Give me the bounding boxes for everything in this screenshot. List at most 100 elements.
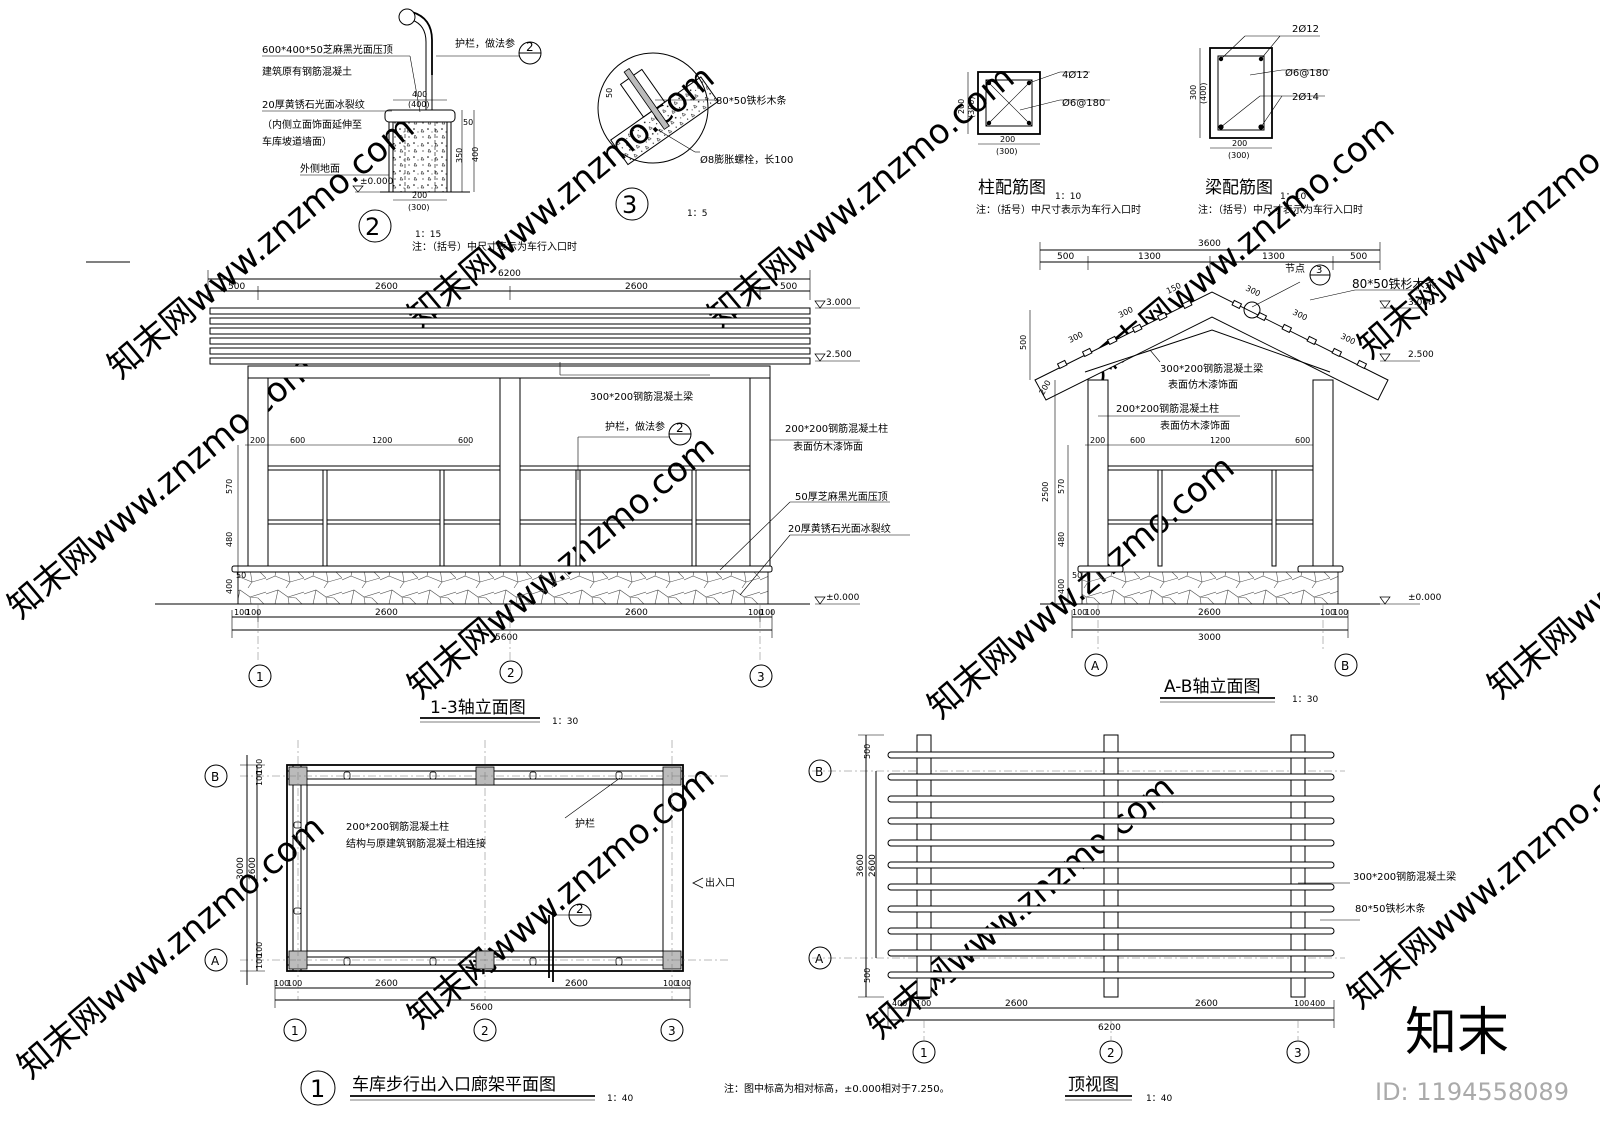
svg-text:2600: 2600 (1198, 608, 1221, 618)
plan-scale: 1：40 (607, 1094, 633, 1104)
svg-text:500: 500 (1057, 252, 1074, 262)
svg-text:100: 100 (274, 979, 289, 988)
svg-text:(300): (300) (1228, 151, 1250, 160)
dim-400v: 400 (471, 147, 480, 162)
beam-stirrup: Ø6@180 (1285, 67, 1328, 79)
detail-3-bolt-detail: 50 80*50铁杉木条 Ø8膨胀螺栓，长100 3 1：5 (597, 52, 793, 221)
expansion-bolt (623, 68, 670, 130)
beam-bottom-rebar: 2Ø14 (1292, 91, 1319, 103)
svg-text:500: 500 (863, 744, 872, 759)
svg-text:5600: 5600 (495, 633, 518, 643)
watermark-text: 知末网www.znzmo.com (10, 807, 332, 1086)
column-rebar-drawing: 4Ø12 Ø6@180 200 (300) 200 (300) 柱配筋图 1：1… (957, 69, 1141, 216)
plan-label-rail: 护栏 (575, 817, 595, 830)
label-column-finish: 表面仿木漆饰面 (793, 440, 863, 453)
detail-number: 2 (365, 213, 380, 241)
top-scale: 1：40 (1146, 1094, 1172, 1104)
svg-text:3: 3 (1294, 1046, 1302, 1060)
svg-text:2: 2 (507, 666, 515, 680)
svg-text:100: 100 (676, 979, 691, 988)
label-bolt: Ø8膨胀螺栓，长100 (700, 153, 793, 166)
svg-text:400: 400 (1057, 579, 1066, 594)
svg-text:480: 480 (1057, 532, 1066, 547)
top-title: 顶视图 (1068, 1075, 1119, 1095)
svg-text:3600: 3600 (856, 854, 866, 877)
axis-A-bubble (1084, 653, 1108, 677)
plan-title: 车库步行出入口廊架平面图 (352, 1075, 556, 1095)
dim-total-6200: 6200 (498, 269, 521, 279)
axis-1-bubble (248, 664, 272, 688)
label-column-ab: 200*200钢筋混凝土柱 (1116, 402, 1219, 415)
svg-text:2: 2 (1107, 1046, 1115, 1060)
svg-text:2600: 2600 (565, 979, 588, 989)
plan-axis-1 (283, 1018, 307, 1042)
svg-text:400: 400 (892, 999, 907, 1008)
label-wood-batten-ab: 80*50铁杉木条 (1352, 277, 1437, 291)
column-3 (749, 365, 771, 567)
svg-text:570: 570 (1057, 479, 1066, 494)
svg-text:100: 100 (663, 979, 678, 988)
col-stirrup: Ø6@180 (1062, 97, 1105, 109)
svg-text:200: 200 (957, 99, 966, 114)
svg-text:3: 3 (757, 670, 765, 684)
detail-3-number-circle (615, 187, 649, 221)
plan-view: 200*200钢筋混凝土柱 结构与原建筑钢筋混凝土相连接 护栏 出入口 2 30… (204, 740, 735, 1106)
dim-350: 350 (455, 148, 464, 163)
svg-text:2.500: 2.500 (826, 350, 852, 360)
svg-text:100: 100 (255, 759, 264, 774)
axis-2-bubble (499, 660, 523, 684)
svg-text:2600: 2600 (375, 282, 398, 292)
beam-rebar-scale: 1：10 (1280, 192, 1306, 202)
svg-text:100: 100 (1294, 999, 1309, 1008)
svg-text:3.000: 3.000 (1408, 298, 1434, 308)
label-stone-finish: 20厚黄锈石光面冰裂纹 (788, 522, 891, 535)
svg-text:500: 500 (228, 282, 245, 292)
svg-text:B: B (211, 770, 219, 784)
detail-scale: 1：15 (415, 230, 441, 240)
top-axis-2 (1099, 1040, 1123, 1064)
beam-section (1209, 47, 1273, 139)
dim-400: 400 (412, 90, 427, 99)
plan-label-column: 200*200钢筋混凝土柱 (346, 820, 449, 833)
ref-num: 2 (526, 40, 534, 54)
svg-text:300: 300 (1291, 308, 1309, 323)
elev13-scale: 1：30 (552, 717, 578, 727)
roof-slope-battens (1056, 299, 1368, 370)
dim-300: (300) (408, 203, 430, 212)
detail-3-scale: 1：5 (687, 209, 707, 219)
svg-text:3: 3 (668, 1024, 676, 1038)
svg-text:100: 100 (287, 979, 302, 988)
svg-text:100: 100 (255, 954, 264, 969)
svg-text:100: 100 (1320, 608, 1335, 617)
label-cap: 50厚芝麻黑光面压顶 (795, 490, 888, 503)
top-axis-3 (1286, 1040, 1310, 1064)
svg-text:1: 1 (256, 670, 264, 684)
concrete-wall (392, 121, 448, 193)
watermark-logo: 知末 (1405, 1003, 1509, 1063)
svg-text:A: A (211, 954, 220, 968)
svg-text:(300): (300) (967, 96, 976, 118)
plan-axis-B (204, 764, 228, 788)
svg-text:50: 50 (605, 88, 614, 98)
handrail-tube (411, 11, 433, 75)
watermark-text: 知末网www.znzmo.com (1480, 427, 1600, 706)
svg-text:2500: 2500 (1041, 482, 1050, 502)
label-stone: 20厚黄锈石光面冰裂纹 (262, 98, 365, 111)
beam-top-rebar: 2Ø12 (1292, 23, 1319, 35)
plan-label-connection: 结构与原建筑钢筋混凝土相连接 (346, 837, 486, 850)
beam-rebar-note: 注：（括号）中尺寸表示为车行入口时 (1198, 203, 1363, 216)
label-beam: 300*200钢筋混凝土梁 (590, 390, 693, 403)
stone-base (237, 571, 769, 605)
svg-text:1: 1 (291, 1024, 299, 1038)
elev13-title: 1-3轴立面图 (430, 698, 526, 718)
beam-rebar-drawing: 2Ø12 Ø6@180 2Ø14 200 (300) 300 (400) 梁配筋… (1189, 23, 1363, 216)
label-beam-finish-ab: 表面仿木漆饰面 (1168, 378, 1238, 391)
col-rebar-title: 柱配筋图 (978, 178, 1046, 198)
svg-text:(300): (300) (996, 147, 1018, 156)
svg-text:480: 480 (225, 532, 234, 547)
svg-text:2600: 2600 (625, 282, 648, 292)
svg-text:100: 100 (234, 608, 249, 617)
column-A (1087, 379, 1109, 567)
elev-0: ±0.000 (360, 177, 394, 187)
top-label-wood: 80*50铁杉木条 (1355, 902, 1425, 915)
